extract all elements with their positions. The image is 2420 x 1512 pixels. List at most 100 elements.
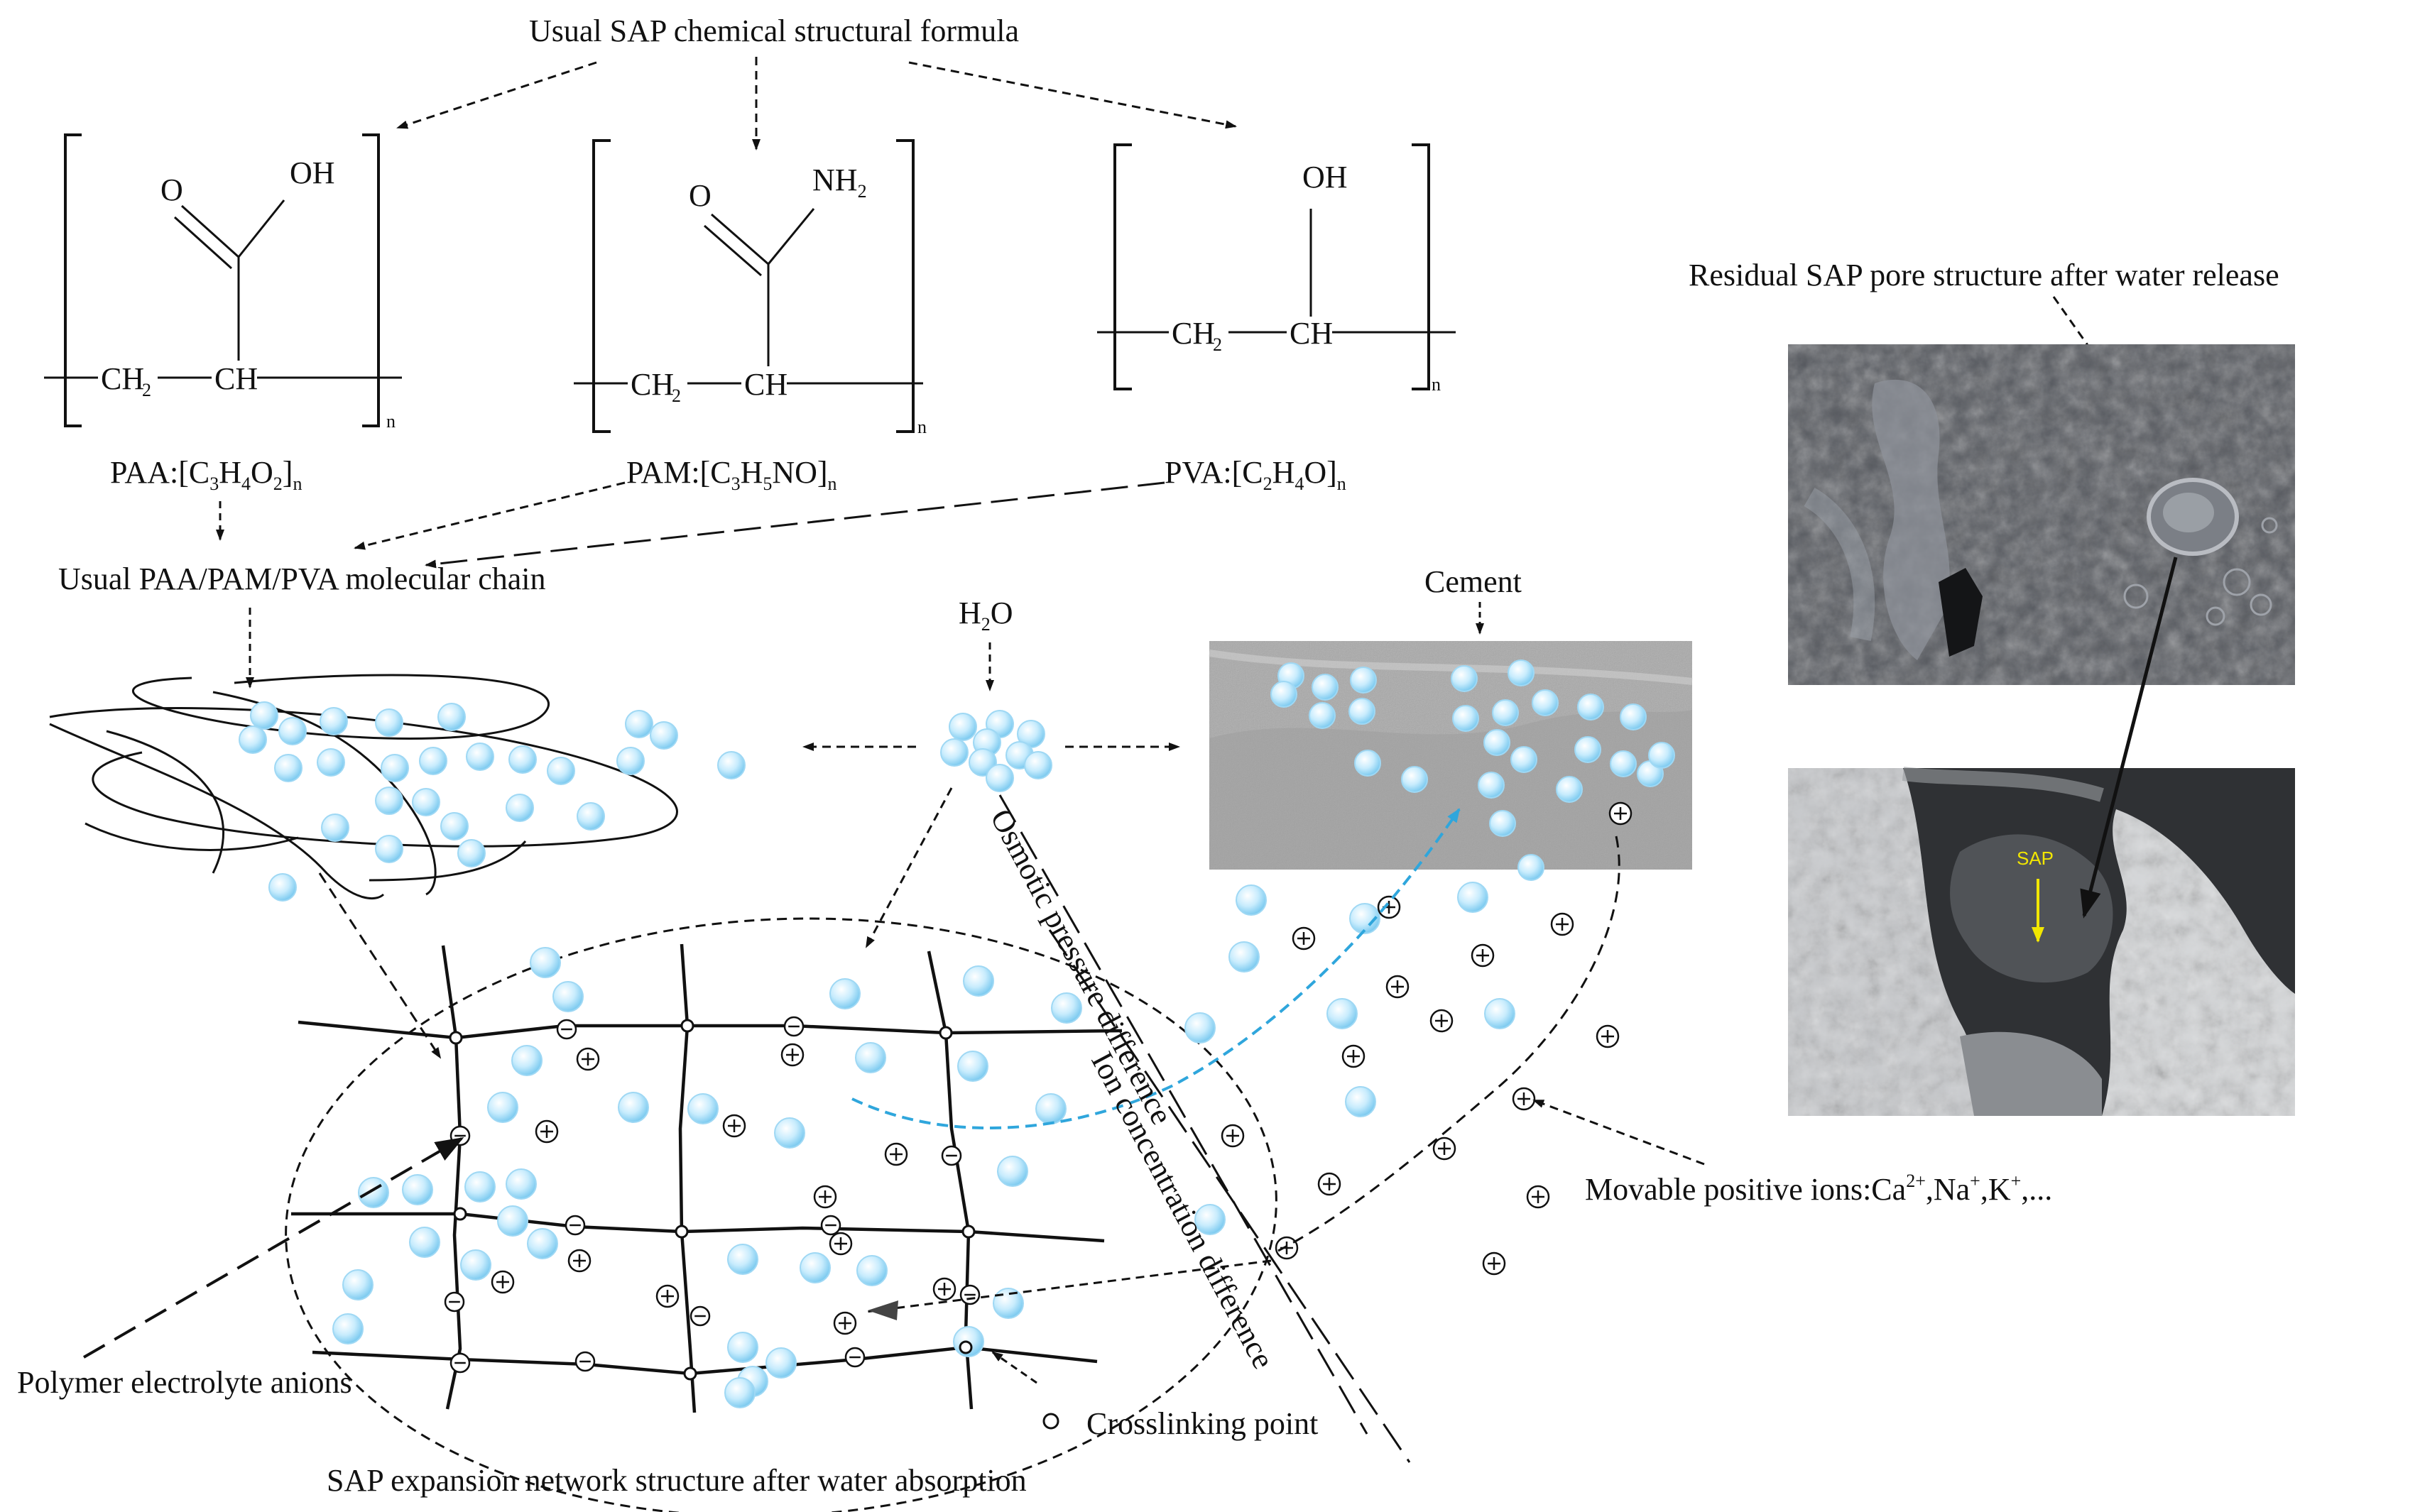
crosslinking-point (683, 1366, 697, 1381)
water-molecule (457, 839, 486, 867)
water-molecule (487, 1092, 518, 1123)
pam-o-label: O (689, 178, 712, 213)
water-molecule (250, 701, 278, 730)
h2o-label: H2O (959, 596, 1013, 635)
water-molecule (508, 745, 537, 774)
anions-label: Polymer electrolyte anions (17, 1365, 352, 1400)
cation-symbol (1385, 975, 1410, 999)
cation-symbol (491, 1270, 515, 1294)
paa-structure: CH 2 CH O OH n (44, 133, 402, 432)
water-molecule (440, 812, 469, 840)
water-molecule (1620, 703, 1647, 730)
pam-nh2-label: NH2 (812, 163, 867, 202)
water-molecule (1452, 705, 1479, 732)
water-molecule (409, 1227, 440, 1258)
water-molecule (829, 978, 861, 1009)
cation-symbol (1429, 1009, 1454, 1033)
water-molecule (1350, 667, 1377, 694)
pva-ch2-sub: 2 (1213, 334, 1222, 355)
water-molecule (552, 981, 584, 1012)
pva-n-label: n (1432, 374, 1441, 395)
network-boundary (285, 917, 1277, 1512)
water-molecule (381, 754, 409, 782)
water-molecule (1236, 884, 1267, 916)
water-molecule (274, 754, 302, 782)
crosslinking-point (961, 1225, 976, 1239)
ion-movement-arrowhead (868, 1300, 898, 1320)
pva-oh-label: OH (1302, 160, 1348, 195)
crosslinking-point (680, 1019, 694, 1033)
water-molecule (997, 1156, 1028, 1187)
water-molecule (1051, 992, 1082, 1024)
water-molecule (855, 1042, 886, 1073)
cation-symbol (722, 1114, 746, 1138)
anion-symbol (690, 1305, 711, 1327)
polymer-tangle (49, 674, 678, 899)
water-molecule (1517, 854, 1544, 881)
crosslinking-point (675, 1225, 689, 1239)
water-molecule (375, 835, 403, 863)
paa-oh-label: OH (290, 155, 335, 190)
water-molecule (547, 757, 575, 785)
h2o-cluster (940, 710, 1052, 792)
water-molecule (687, 1093, 719, 1124)
anion-symbol (565, 1215, 586, 1236)
cation-symbol (535, 1119, 559, 1144)
formula-to-chain-arrows (216, 481, 1165, 569)
water-molecule (239, 725, 267, 754)
anion-symbol (574, 1351, 596, 1372)
pva-right-bracket (1412, 143, 1430, 390)
crosslink-arrow (991, 1351, 1037, 1384)
anion-symbol (556, 1019, 577, 1040)
movable-ions-arrow (1532, 1099, 1705, 1166)
water-molecule (1401, 766, 1428, 793)
water-molecule (940, 738, 969, 767)
anion-symbol (449, 1352, 471, 1374)
water-molecule (1024, 751, 1052, 779)
anion-symbol (941, 1145, 962, 1166)
water-molecule (1228, 941, 1260, 973)
paa-ch2-label: CH (101, 361, 144, 396)
paa-ch-label: CH (214, 361, 258, 396)
cation-symbol (1596, 1024, 1620, 1048)
paa-ch2-sub: 2 (142, 380, 151, 400)
water-molecule (1326, 998, 1358, 1029)
cation-symbol (1341, 1044, 1366, 1068)
water-molecule (321, 813, 349, 842)
pam-right-bracket (896, 139, 915, 433)
water-molecule (506, 1168, 537, 1200)
water-molecule (527, 1228, 558, 1259)
water-molecule (1574, 736, 1601, 763)
water-molecule (963, 965, 994, 997)
gradient-lines (998, 794, 1411, 1463)
sap-pore-photo-bottom (1788, 767, 2295, 1116)
water-molecule (724, 1377, 756, 1408)
cation-symbol (1608, 801, 1633, 826)
water-molecule (506, 794, 534, 822)
sap-photo-tag: SAP (2017, 848, 2054, 869)
water-molecule (497, 1205, 528, 1237)
water-molecule (765, 1347, 797, 1379)
pam-left-bracket (592, 139, 611, 433)
molecular-chain-label: Usual PAA/PAM/PVA molecular chain (58, 561, 546, 596)
water-molecule (616, 747, 645, 775)
cation-symbol (813, 1185, 837, 1209)
pam-structure: CH 2 CH O NH2 n (574, 139, 927, 437)
water-molecule (1309, 702, 1336, 729)
crosslinking-point (959, 1340, 973, 1354)
water-molecule (993, 1288, 1024, 1319)
network-caption: SAP expansion network structure after wa… (327, 1463, 1027, 1498)
water-molecule (268, 873, 297, 902)
water-molecule (1484, 998, 1515, 1029)
crosslink-legend-circle (1042, 1413, 1059, 1430)
cation-symbol (655, 1284, 680, 1308)
water-molecule (1510, 746, 1537, 773)
anion-symbol (844, 1347, 866, 1368)
water-molecule (1451, 665, 1478, 692)
pam-n-label: n (917, 417, 927, 437)
cation-symbol (1377, 895, 1401, 919)
water-molecule (1483, 729, 1510, 756)
water-molecule (466, 743, 494, 771)
water-molecule (856, 1255, 888, 1286)
